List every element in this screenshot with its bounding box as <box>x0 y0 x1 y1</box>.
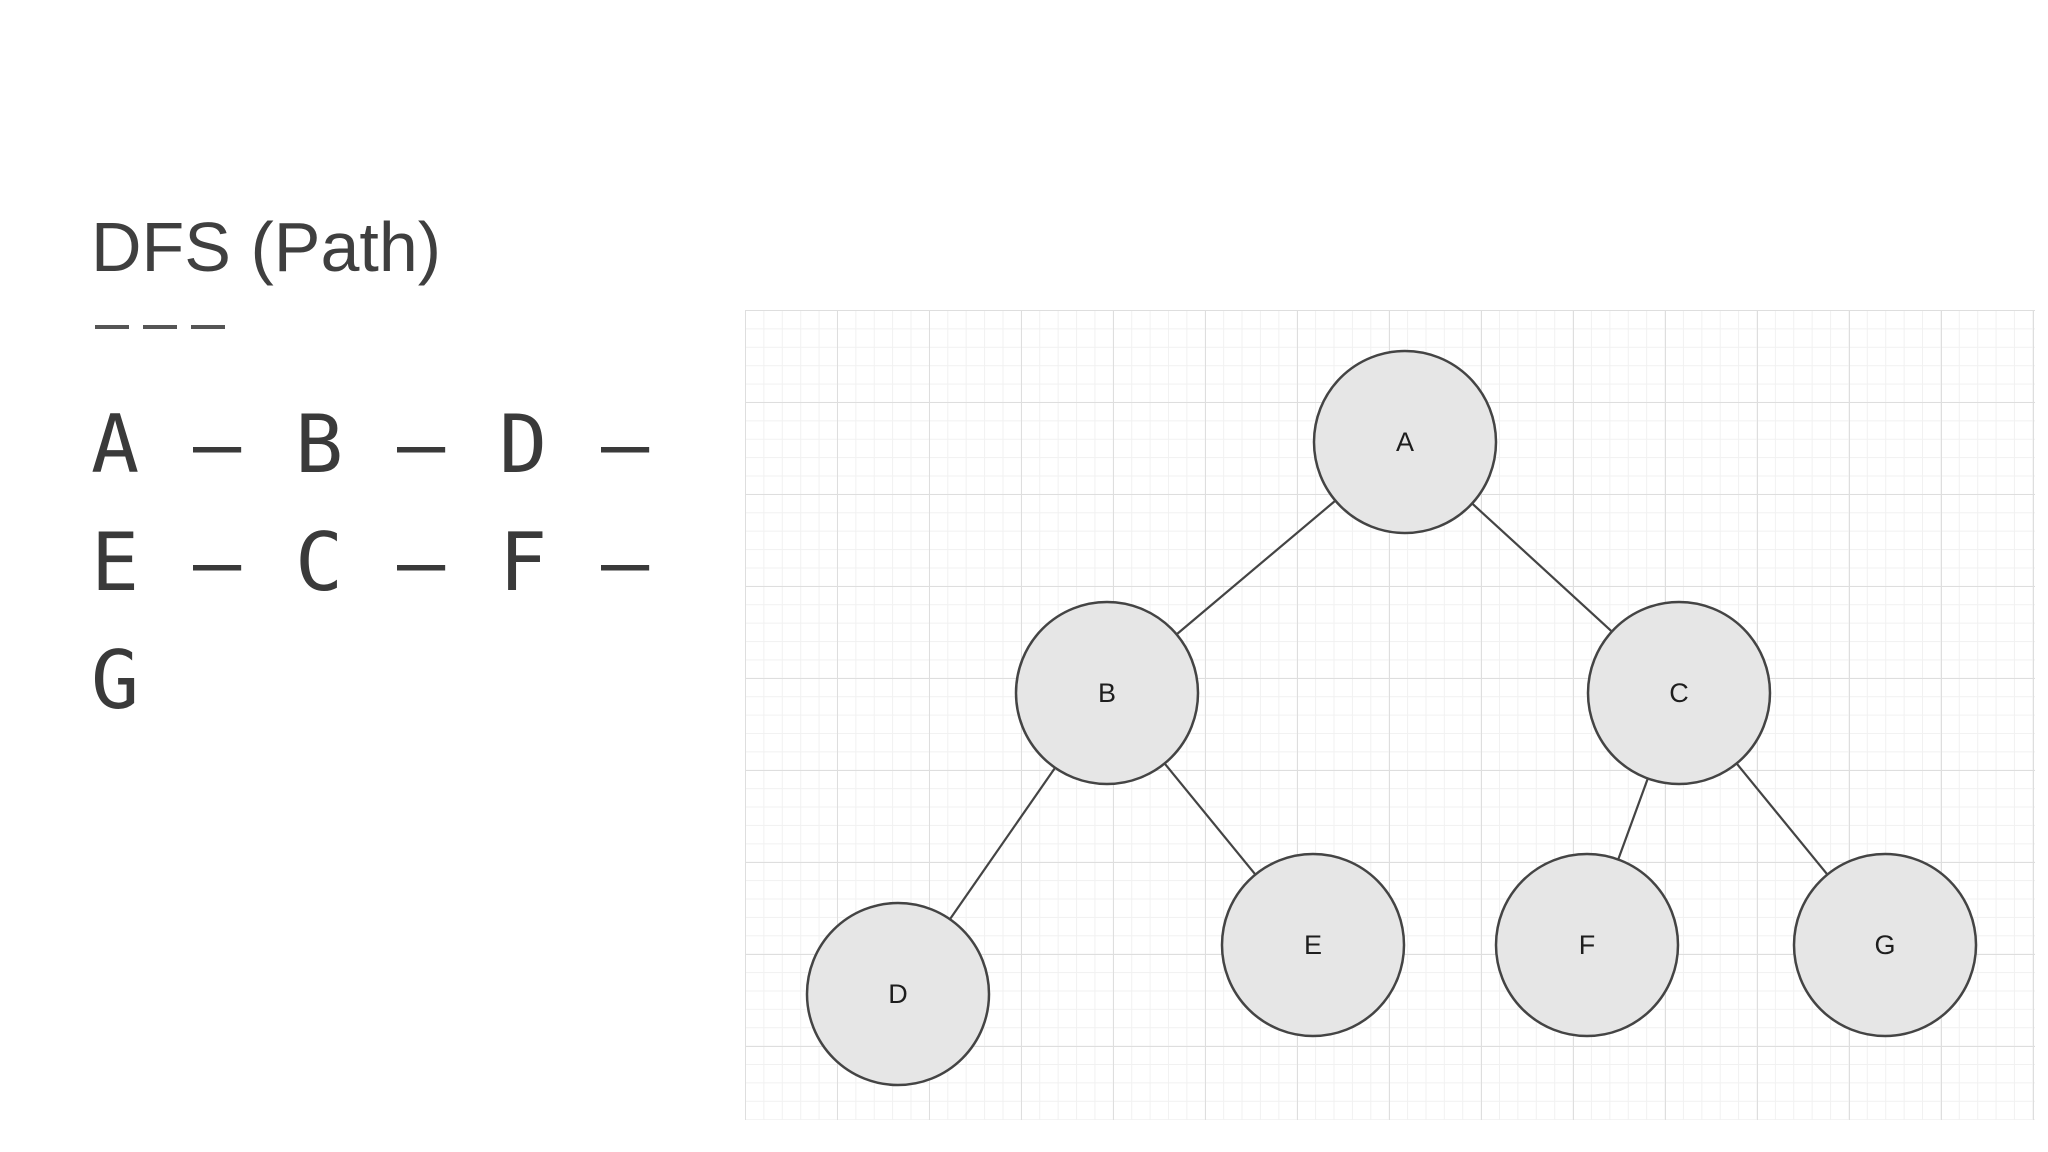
node-a: A <box>1312 349 1498 535</box>
node-d-label: D <box>888 979 908 1009</box>
node-f: F <box>1494 852 1680 1038</box>
node-b-label: B <box>1098 678 1116 708</box>
path-node-f: F <box>499 516 548 609</box>
node-e-label: E <box>1304 930 1322 960</box>
edges-layer <box>948 499 1829 920</box>
path-node-g: G <box>91 634 140 727</box>
path-separator: – <box>397 398 446 491</box>
path-node-a: A <box>91 398 140 491</box>
path-node-c: C <box>295 516 344 609</box>
slide-title: DFS (Path) <box>91 208 442 286</box>
edge-a-b <box>1175 499 1337 636</box>
node-e: E <box>1220 852 1406 1038</box>
node-a-label: A <box>1396 427 1414 457</box>
edge-a-c <box>1471 502 1613 633</box>
path-separator: – <box>193 398 242 491</box>
node-d: D <box>805 901 991 1087</box>
path-node-d: D <box>499 398 548 491</box>
path-separator: – <box>601 398 650 491</box>
edge-b-d <box>948 767 1057 920</box>
path-separator: – <box>193 516 242 609</box>
node-c-label: C <box>1669 678 1689 708</box>
node-f-label: F <box>1579 930 1596 960</box>
node-g-label: G <box>1874 930 1895 960</box>
edge-c-f <box>1617 778 1649 860</box>
tree-diagram: A B C D E F G <box>745 310 2035 1120</box>
dfs-path-row-3: G <box>91 641 193 721</box>
title-dashed-rule <box>95 325 229 329</box>
edge-c-g <box>1735 762 1829 876</box>
edge-b-e <box>1163 762 1257 876</box>
dfs-path-row-1: A–B–D– <box>91 405 703 485</box>
node-c: C <box>1586 600 1772 786</box>
tree-svg: A B C D E F G <box>805 349 1978 1087</box>
path-separator: – <box>601 516 650 609</box>
node-g: G <box>1792 852 1978 1038</box>
path-node-b: B <box>295 398 344 491</box>
node-b: B <box>1014 600 1200 786</box>
dfs-path-row-2: E–C–F– <box>91 523 703 603</box>
path-node-e: E <box>91 516 140 609</box>
path-separator: – <box>397 516 446 609</box>
